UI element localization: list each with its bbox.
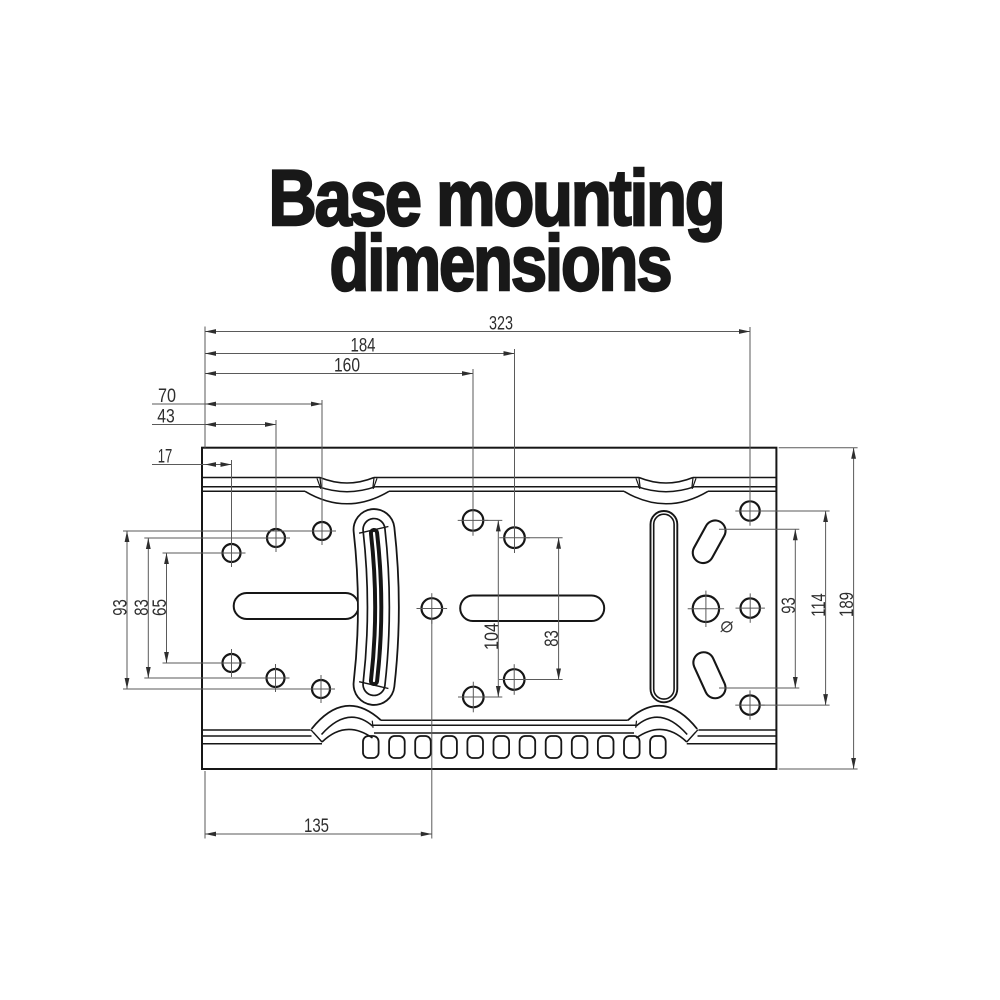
svg-text:65: 65 (150, 599, 171, 616)
svg-text:93: 93 (779, 597, 800, 614)
svg-text:323: 323 (489, 314, 513, 335)
svg-text:189: 189 (837, 592, 858, 617)
svg-text:dimensions: dimensions (330, 218, 671, 307)
svg-text:Base mounting: Base mounting (269, 153, 724, 242)
svg-text:17: 17 (158, 447, 173, 468)
svg-text:83: 83 (132, 599, 153, 616)
svg-text:43: 43 (157, 407, 175, 428)
svg-text:160: 160 (334, 356, 360, 377)
svg-text:114: 114 (809, 593, 830, 617)
svg-text:93: 93 (111, 599, 132, 616)
svg-text:104: 104 (482, 623, 503, 650)
svg-text:83: 83 (542, 630, 563, 647)
svg-text:70: 70 (158, 386, 176, 407)
svg-text:184: 184 (351, 336, 376, 357)
svg-text:135: 135 (304, 816, 329, 837)
